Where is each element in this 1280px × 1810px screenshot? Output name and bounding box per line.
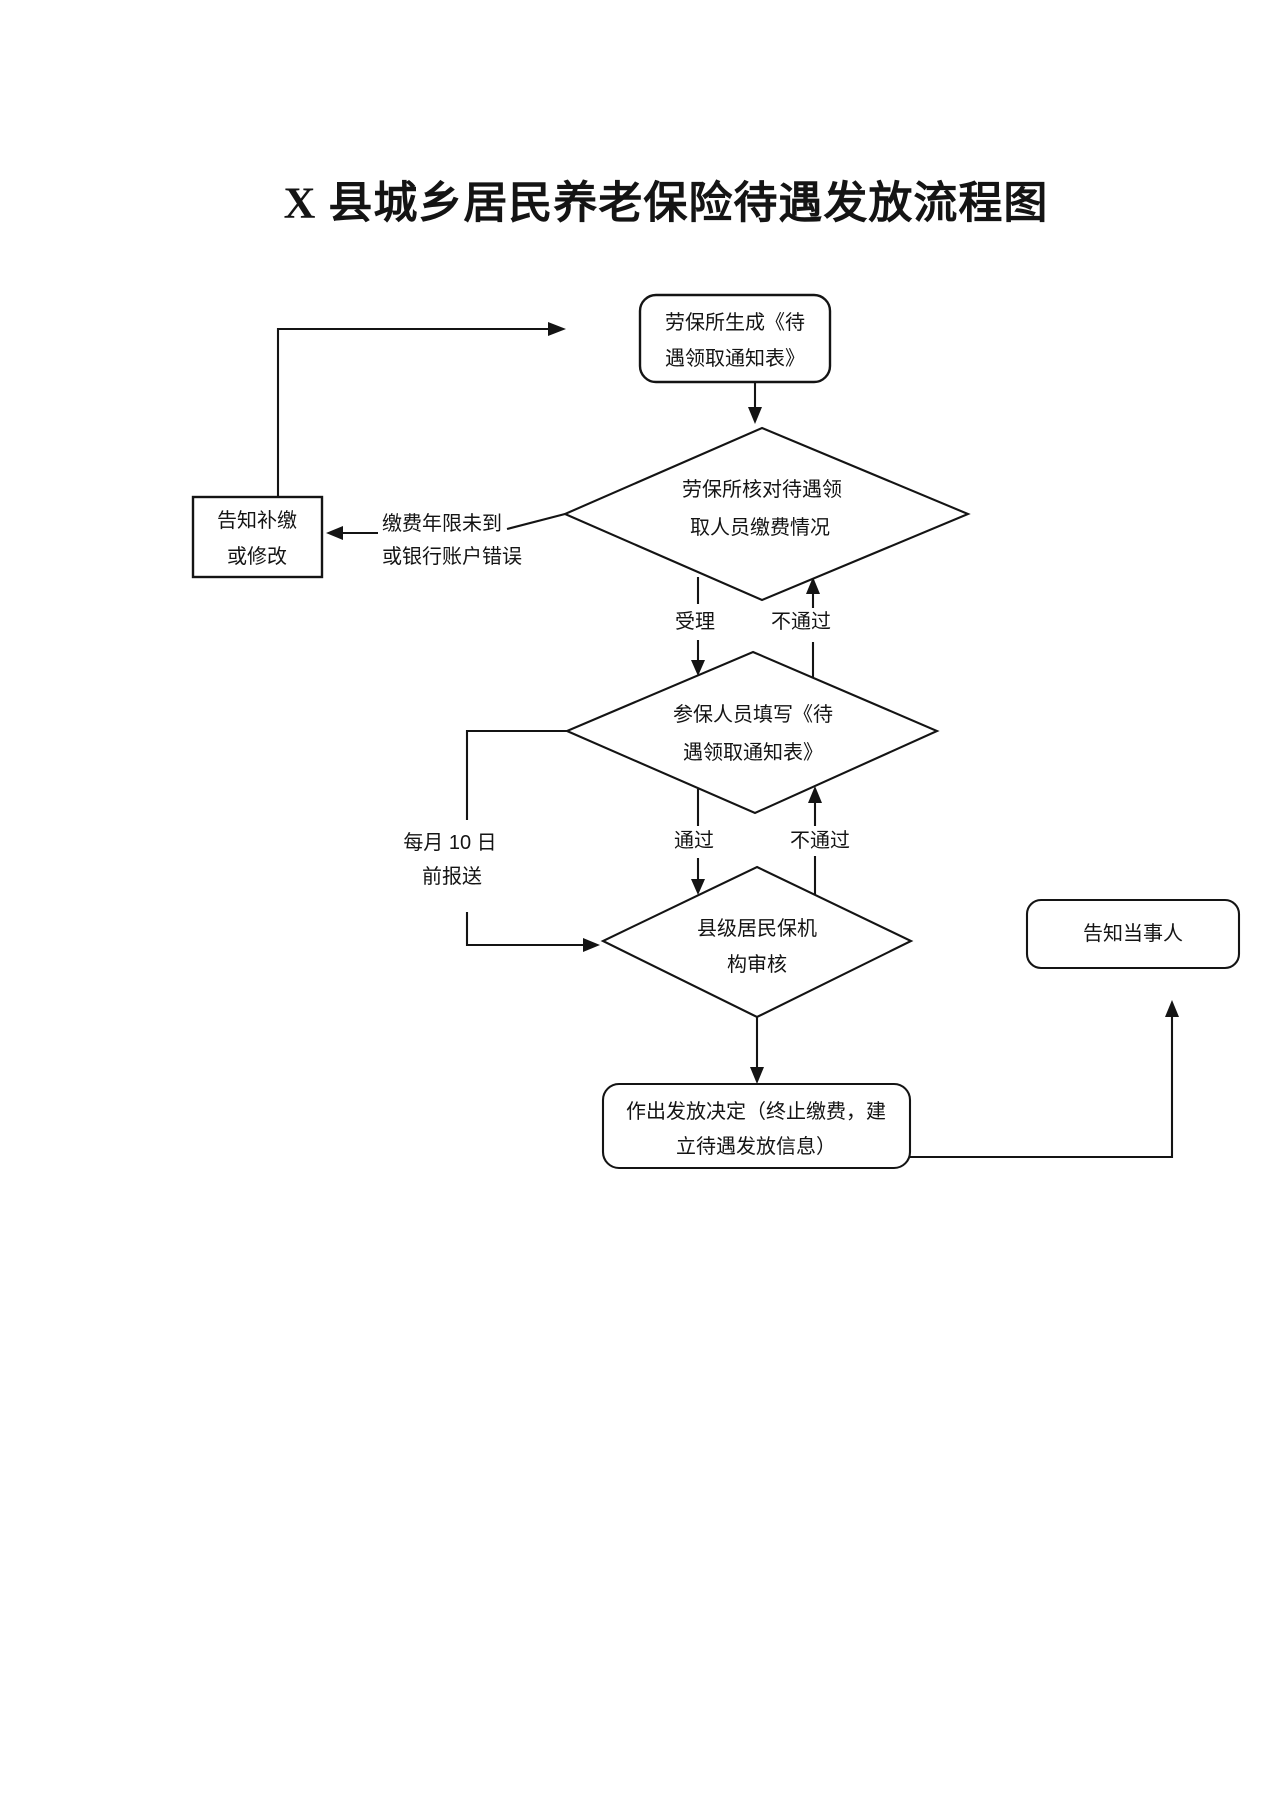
fill-form-text-line2: 遇领取通知表》	[683, 741, 823, 764]
verify-payment-diamond	[562, 426, 971, 602]
monthly-line-lower	[465, 912, 586, 947]
label-fail-top: 不通过	[771, 610, 831, 633]
page-title: X 县城乡居民养老保险待遇发放流程图	[284, 179, 1049, 228]
connector-fail-top	[806, 577, 820, 677]
connector-pass	[691, 789, 705, 895]
label-monthly-line2: 前报送	[422, 865, 482, 888]
generate-form-text-line2: 遇领取通知表》	[665, 347, 805, 370]
arrow-down-icon	[750, 1067, 764, 1084]
arrow-up-icon	[808, 786, 822, 803]
fill-form-text-line1: 参保人员填写《待	[673, 703, 833, 726]
county-review-diamond	[600, 865, 914, 1019]
connector-accept	[691, 577, 705, 676]
arrow-up-icon	[1165, 1000, 1179, 1017]
label-monthly-line1: 每月 10 日	[403, 831, 496, 854]
decision-box	[601, 1082, 912, 1170]
arrow-down-icon	[748, 407, 762, 424]
verify-reason-slant-line	[506, 512, 566, 531]
connector-verify-to-notify-fix	[326, 512, 566, 540]
node-notify-fix: 告知补缴 或修改	[191, 495, 324, 579]
edge-labels: 缴费年限未到 或银行账户错误 受理 不通过 每月 10 日 前报送 通过 不通过	[382, 512, 850, 888]
decision-text-line1: 作出发放决定（终止缴费，建	[626, 1100, 886, 1123]
connector-decision-to-notify-party	[910, 1000, 1179, 1159]
verify-payment-text-line1: 劳保所核对待遇领	[682, 478, 842, 501]
label-reason-line2: 或银行账户错误	[382, 545, 522, 568]
notify-party-box	[1025, 898, 1241, 970]
notify-party-text: 告知当事人	[1083, 922, 1183, 945]
arrow-right-icon	[548, 322, 566, 336]
arrow-down-icon	[691, 660, 705, 676]
connector-resubmit-loop	[276, 322, 566, 497]
node-generate-form: 劳保所生成《待 遇领取通知表》	[638, 293, 832, 384]
node-county-review: 县级居民保机 构审核	[600, 865, 914, 1019]
node-decision: 作出发放决定（终止缴费，建 立待遇发放信息）	[601, 1082, 912, 1170]
node-verify-payment: 劳保所核对待遇领 取人员缴费情况	[562, 426, 971, 602]
connector-generate-to-verify	[748, 382, 762, 424]
arrow-up-icon	[806, 577, 820, 594]
notify-fix-box	[191, 495, 324, 579]
arrow-down-icon	[691, 879, 705, 895]
label-reason-line1: 缴费年限未到	[382, 512, 502, 535]
connector-fail-bottom	[808, 786, 822, 895]
resubmit-loop-line	[276, 327, 556, 497]
label-accept: 受理	[675, 610, 715, 633]
label-pass: 通过	[674, 829, 714, 852]
decision-text-line2: 立待遇发放信息）	[676, 1135, 836, 1158]
arrow-left-icon	[326, 526, 343, 540]
monthly-line-upper	[465, 729, 567, 820]
generate-form-text-line1: 劳保所生成《待	[665, 311, 805, 334]
decision-to-party-line	[910, 1014, 1174, 1159]
node-notify-party: 告知当事人	[1025, 898, 1241, 970]
notify-fix-text-line1: 告知补缴	[217, 509, 297, 532]
node-fill-form: 参保人员填写《待 遇领取通知表》	[564, 650, 940, 815]
county-review-text-line2: 构审核	[727, 953, 787, 976]
fill-form-diamond	[564, 650, 940, 815]
connector-monthly-report	[465, 729, 600, 952]
verify-payment-text-line2: 取人员缴费情况	[690, 516, 830, 539]
county-review-text-line1: 县级居民保机	[697, 917, 817, 940]
notify-fix-text-line2: 或修改	[227, 545, 287, 568]
connector-review-to-decision	[750, 1017, 764, 1084]
generate-form-box	[638, 293, 832, 384]
arrow-right-icon	[583, 938, 600, 952]
label-fail-bottom: 不通过	[790, 829, 850, 852]
